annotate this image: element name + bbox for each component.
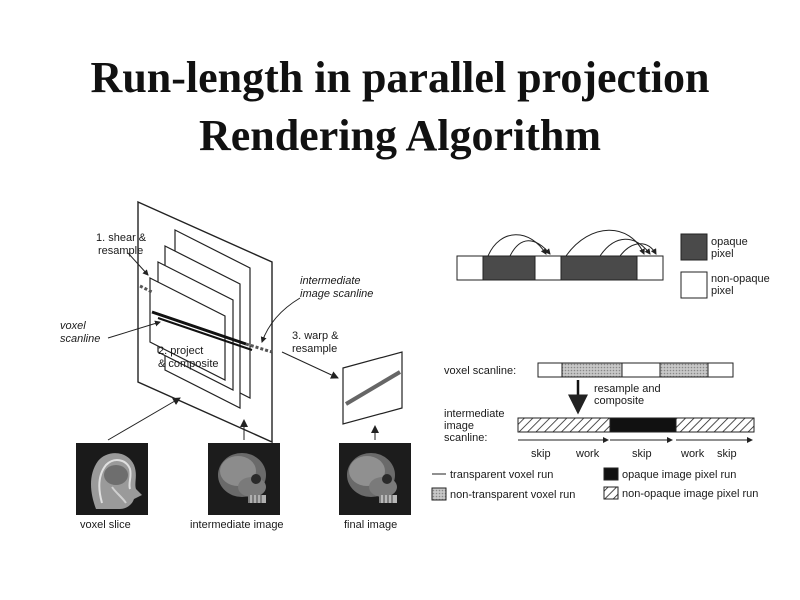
intermediate-image-plane — [137, 200, 273, 444]
legend-opaque-swatch — [680, 233, 708, 261]
resample-label-line1: resample and — [594, 383, 661, 395]
run-label-work: work — [576, 448, 600, 460]
legend-opaque-label-line2: pixel — [711, 248, 734, 260]
step2-label-line1: 2. project — [158, 345, 204, 357]
voxel-scanline-row-label: voxel scanline: — [444, 365, 517, 377]
slide-title-line-1: Run-length in parallel projection — [90, 53, 710, 102]
skip-arc — [487, 234, 547, 257]
legend-nontransparent-voxel-swatch — [431, 487, 447, 501]
voxel-scanline-label-line2: scanline — [60, 333, 101, 345]
intermediate-image-caption: intermediate image — [190, 519, 284, 531]
skip-arc — [619, 243, 657, 257]
legend-opaque-image-swatch — [603, 467, 619, 481]
legend-nontransparent-voxel-label: non-transparent voxel run — [450, 489, 576, 501]
intermediate-image-thumbnail — [208, 443, 280, 515]
head-profile-icon — [76, 443, 148, 515]
voxel-run-nontransparent — [659, 362, 709, 378]
run-label-work: work — [681, 448, 705, 460]
leader-line — [260, 297, 301, 343]
voxel-scanline-label-line1: voxel — [60, 320, 86, 332]
legend-nonopaque-image-label: non-opaque image pixel run — [622, 488, 759, 500]
voxel-slice-caption: voxel slice — [80, 519, 131, 531]
pixel-opaque — [482, 255, 536, 281]
voxel-run-nontransparent — [561, 362, 623, 378]
final-image-caption: final image — [344, 519, 398, 531]
pixel-opaque — [560, 255, 638, 281]
legend-transparent-voxel-label: transparent voxel run — [450, 469, 554, 481]
pixel-row — [456, 255, 664, 281]
legend-opaque-label-line1: opaque — [711, 236, 748, 248]
step1-label-line2: resample — [98, 245, 144, 257]
skip-arc — [509, 240, 551, 257]
step2-label-line2: & composite — [158, 358, 219, 370]
intermediate-row-label-line3: scanline: — [444, 432, 488, 444]
legend-opaque-image-label: opaque image pixel run — [622, 469, 737, 481]
pixel-nonopaque — [636, 255, 664, 281]
legend-nonopaque-label-line2: pixel — [711, 285, 734, 297]
run-label-skip: skip — [717, 448, 737, 460]
pixel-nonopaque — [534, 255, 562, 281]
shear-scanline-line — [139, 284, 153, 294]
thumb-arrow — [107, 397, 181, 441]
legend-nonopaque-label-line1: non-opaque — [711, 273, 770, 285]
skip-arc — [599, 238, 651, 257]
slide-title-line-2: Rendering Algorithm — [198, 111, 602, 160]
voxel-slice-thumbnail — [76, 443, 148, 515]
legend-nonopaque-swatch — [680, 271, 708, 299]
intermediate-scanline-line — [245, 342, 273, 354]
pixel-nonopaque — [456, 255, 484, 281]
skip-arc — [565, 229, 645, 257]
warp-arrow — [281, 351, 339, 379]
run-label-skip: skip — [632, 448, 652, 460]
intermediate-scanline-label-line2: image scanline — [300, 288, 374, 300]
leader-line — [127, 252, 149, 276]
skull-icon — [339, 443, 411, 515]
voxel-scanline-line — [157, 317, 253, 351]
final-image-thumbnail — [339, 443, 411, 515]
image-run-opaque — [609, 417, 677, 433]
intermediate-row-label-line1: intermediate — [444, 408, 505, 420]
step3-label-line2: resample — [292, 343, 338, 355]
volume-planes — [137, 200, 273, 444]
intermediate-row-label-line2: image — [444, 420, 474, 432]
legend-nonopaque-image-swatch — [603, 486, 619, 500]
voxel-scanline-bar — [537, 362, 734, 378]
step1-label-line1: 1. shear & — [96, 232, 147, 244]
skull-icon — [208, 443, 280, 515]
intermediate-scanline-bar — [517, 417, 755, 433]
intermediate-scanline-label-line1: intermediate — [300, 275, 361, 287]
resample-label-line2: composite — [594, 395, 645, 407]
leader-line — [107, 320, 161, 339]
final-image-scanline — [344, 370, 402, 406]
step3-label-line1: 3. warp & — [292, 330, 339, 342]
run-label-skip: skip — [531, 448, 551, 460]
voxel-scanline-line — [151, 310, 247, 346]
